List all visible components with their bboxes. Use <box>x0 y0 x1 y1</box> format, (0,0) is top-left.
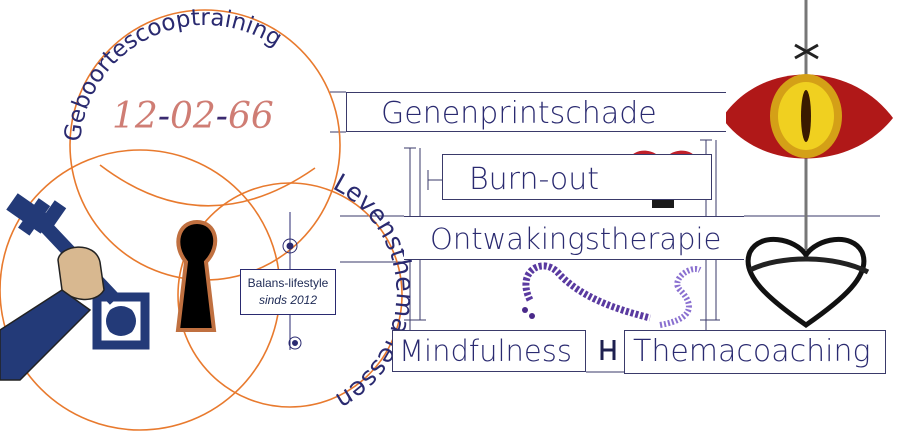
genenprintschade-box: Genenprintschade <box>346 92 726 132</box>
ontwakingstherapie-box: Ontwakingstherapie <box>404 216 744 260</box>
themacoaching-box: Themacoaching <box>624 330 886 374</box>
connector-joint <box>600 340 616 360</box>
venn-circles <box>0 9 403 431</box>
balans-title: Balans-lifestyle <box>247 276 329 290</box>
balans-since: sinds 2012 <box>258 293 318 307</box>
red-eye-icon <box>722 0 893 250</box>
birth-date: 12-02-66 <box>112 96 274 137</box>
spring-icon <box>659 266 702 328</box>
balans-connector <box>282 212 302 350</box>
mindfulness-box: Mindfulness <box>392 330 586 372</box>
thorn-heart-icon <box>745 236 870 329</box>
burnout-box: Burn-out <box>442 154 712 200</box>
rosary-icon <box>522 262 651 322</box>
right-arc-label: Levensthema lessen <box>329 168 420 416</box>
key-in-hand-icon <box>0 193 150 381</box>
venn-inner-arcs <box>99 164 316 207</box>
balans-lifestyle-label: Balans-lifestyle sinds 2012 <box>240 269 336 315</box>
keyhole-icon <box>175 219 218 332</box>
